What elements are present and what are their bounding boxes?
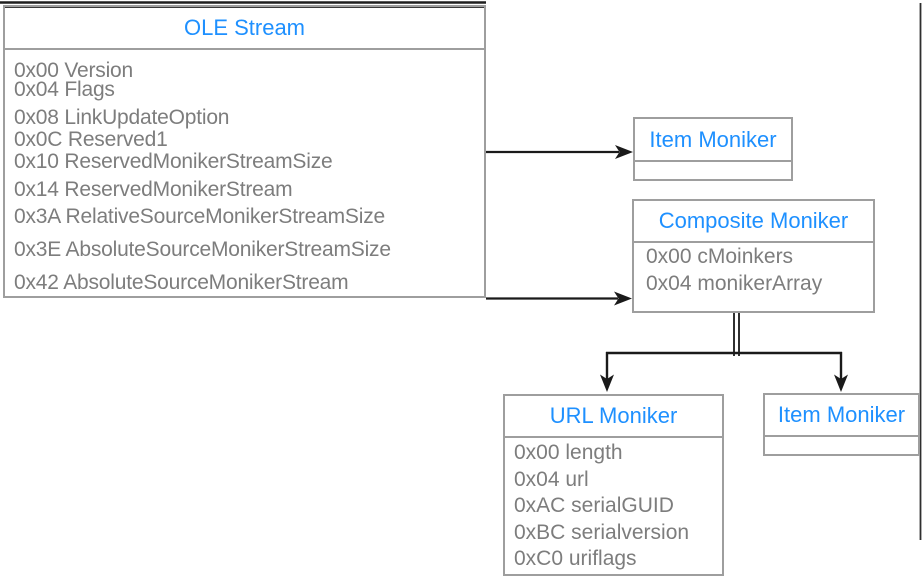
- field-absolutesourcemonikerstream: 0x42 AbsoluteSourceMonikerStream: [14, 271, 349, 294]
- item-moniker-bottom-empty-row: [765, 437, 918, 454]
- arrow-ole-to-composite-moniker: [486, 291, 632, 306]
- field-linkupdateoption: 0x08 LinkUpdateOption: [14, 106, 230, 129]
- field-flags: 0x04 Flags: [14, 78, 115, 101]
- field-reservedmonikerstream: 0x14 ReservedMonikerStream: [14, 178, 293, 201]
- ole-stream-title: OLE Stream: [5, 7, 484, 50]
- composite-moniker-title: Composite Moniker: [634, 201, 873, 243]
- field-length: 0x00 length: [514, 441, 623, 464]
- url-moniker-box: URL Moniker 0x00 length 0x04 url 0xAC se…: [503, 394, 724, 576]
- field-cmoinkers: 0x00 cMoinkers: [646, 245, 794, 268]
- field-relativesourcemonikerstreamsize: 0x3A RelativeSourceMonikerStreamSize: [14, 205, 385, 228]
- url-moniker-fields: 0x00 length 0x04 url 0xAC serialGUID 0xB…: [505, 438, 722, 574]
- field-uriflags: 0xC0 uriflags: [514, 547, 637, 570]
- composite-moniker-box: Composite Moniker 0x00 cMoinkers 0x04 mo…: [632, 199, 875, 313]
- url-moniker-title: URL Moniker: [505, 396, 722, 438]
- composite-moniker-fields: 0x00 cMoinkers 0x04 monikerArray: [634, 243, 873, 311]
- field-serialguid: 0xAC serialGUID: [514, 494, 674, 517]
- item-moniker-bottom-title: Item Moniker: [765, 395, 918, 437]
- field-url: 0x04 url: [514, 467, 589, 491]
- composite-double-link: [733, 313, 740, 356]
- ole-stream-fields: 0x00 Version 0x04 Flags 0x08 LinkUpdateO…: [5, 50, 484, 296]
- item-moniker-top-title: Item Moniker: [635, 119, 791, 162]
- item-moniker-top-empty-row: [635, 162, 791, 179]
- ole-stream-box: OLE Stream 0x00 Version 0x04 Flags 0x08 …: [3, 5, 486, 298]
- field-reservedmonikerstreamsize: 0x10 ReservedMonikerStreamSize: [14, 150, 333, 173]
- arrow-branch-to-url-moniker: [600, 352, 614, 392]
- field-version: 0x00 Version: [14, 59, 134, 82]
- item-moniker-bottom-box: Item Moniker: [763, 393, 920, 456]
- field-absolutesourcemonikerstreamsize: 0x3E AbsoluteSourceMonikerStreamSize: [14, 238, 391, 261]
- field-reserved1: 0x0C Reserved1: [14, 128, 168, 151]
- item-moniker-top-box: Item Moniker: [633, 117, 793, 181]
- arrow-ole-to-item-moniker: [486, 145, 633, 159]
- field-serialversion: 0xBC serialversion: [514, 520, 690, 544]
- field-monikerarray: 0x04 monikerArray: [646, 272, 823, 295]
- arrow-branch-to-item-moniker: [834, 352, 848, 392]
